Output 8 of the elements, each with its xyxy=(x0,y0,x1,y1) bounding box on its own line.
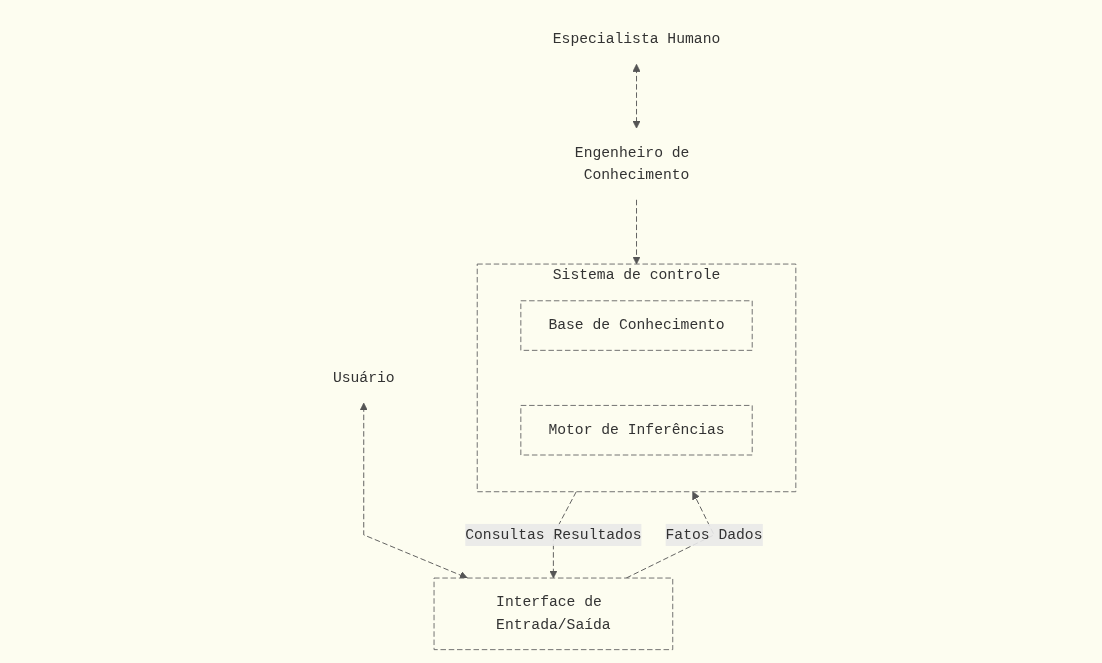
node-box: Motor de Inferências xyxy=(520,404,754,455)
node-box: Interface de Entrada/Saída xyxy=(434,577,674,650)
node-box: Base de Conhecimento xyxy=(520,299,754,351)
edge-label: Fatos Dados xyxy=(665,526,763,543)
node-text: Engenheiro de Conhecimento xyxy=(575,144,690,183)
node-text: Especialista Humano xyxy=(553,30,721,47)
edge-label: Consultas Resultados xyxy=(465,526,642,543)
node-text: Usuário xyxy=(333,369,396,386)
